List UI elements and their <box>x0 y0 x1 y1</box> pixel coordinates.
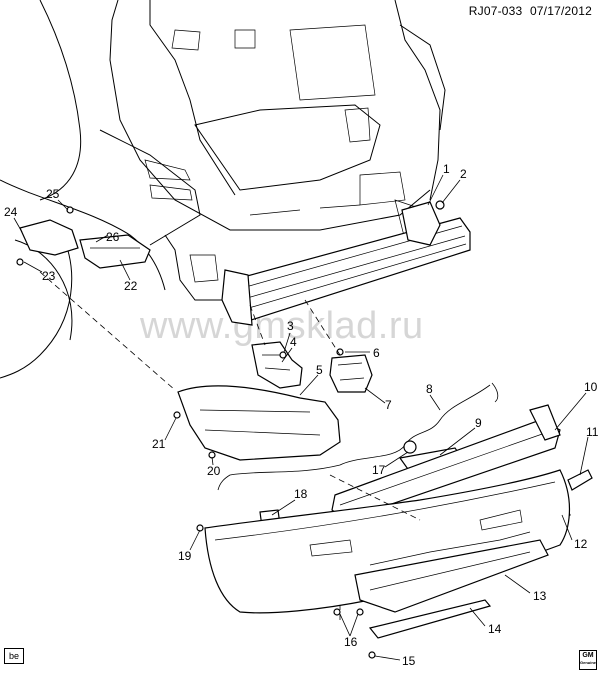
impact-absorber-block <box>329 354 373 393</box>
gm-logo-subtext: Genuine <box>580 660 597 665</box>
callout-7: 7 <box>385 398 392 412</box>
impact-bar <box>221 201 471 326</box>
leader-lines <box>13 174 589 661</box>
callout-24: 24 <box>4 205 18 219</box>
callout-5: 5 <box>316 363 323 377</box>
callout-20: 20 <box>207 464 221 478</box>
callout-22: 22 <box>124 279 138 293</box>
diagram-date: 07/17/2012 <box>529 4 592 18</box>
callout-21: 21 <box>152 437 166 451</box>
badge-be: be <box>4 648 24 664</box>
skid-plate <box>368 599 492 639</box>
callout-4: 4 <box>290 335 297 349</box>
diagram-header: RJ07-033 07/17/2012 <box>469 4 592 18</box>
callout-11: 11 <box>586 425 599 439</box>
callout-16: 16 <box>344 635 358 649</box>
fasteners <box>16 200 445 659</box>
callout-1: 1 <box>443 162 450 176</box>
callout-25: 25 <box>46 187 60 201</box>
lower-trim <box>354 539 549 613</box>
callout-labels: 1 2 3 4 5 6 7 8 9 10 11 12 13 14 15 16 1… <box>4 162 599 668</box>
callout-6: 6 <box>373 346 380 360</box>
callout-9: 9 <box>475 416 482 430</box>
callout-15: 15 <box>402 654 416 668</box>
callout-10: 10 <box>584 380 598 394</box>
callout-2: 2 <box>460 167 467 181</box>
bumper-bracket <box>251 341 303 389</box>
watermark: www.gmsklad.ru <box>140 305 424 347</box>
gm-logo: GM Genuine <box>579 650 597 670</box>
gm-logo-text: GM <box>582 652 594 659</box>
callout-18: 18 <box>294 487 308 501</box>
rear-bumper-fascia <box>204 469 570 614</box>
reflector-side <box>567 469 593 491</box>
callout-14: 14 <box>488 622 502 636</box>
callout-19: 19 <box>178 549 192 563</box>
vehicle-body <box>0 0 446 379</box>
callout-8: 8 <box>426 382 433 396</box>
callout-3: 3 <box>287 319 294 333</box>
energy-absorber <box>331 404 561 521</box>
callout-13: 13 <box>533 589 547 603</box>
callout-23: 23 <box>42 269 56 283</box>
callout-26: 26 <box>106 230 120 244</box>
fascia-side-support <box>177 385 341 461</box>
callout-17: 17 <box>372 463 386 477</box>
alignment-lines <box>39 271 421 620</box>
left-side-brackets <box>19 219 151 269</box>
wiring-harness <box>217 382 499 491</box>
callout-12: 12 <box>574 537 588 551</box>
diagram-id: RJ07-033 <box>468 4 523 18</box>
